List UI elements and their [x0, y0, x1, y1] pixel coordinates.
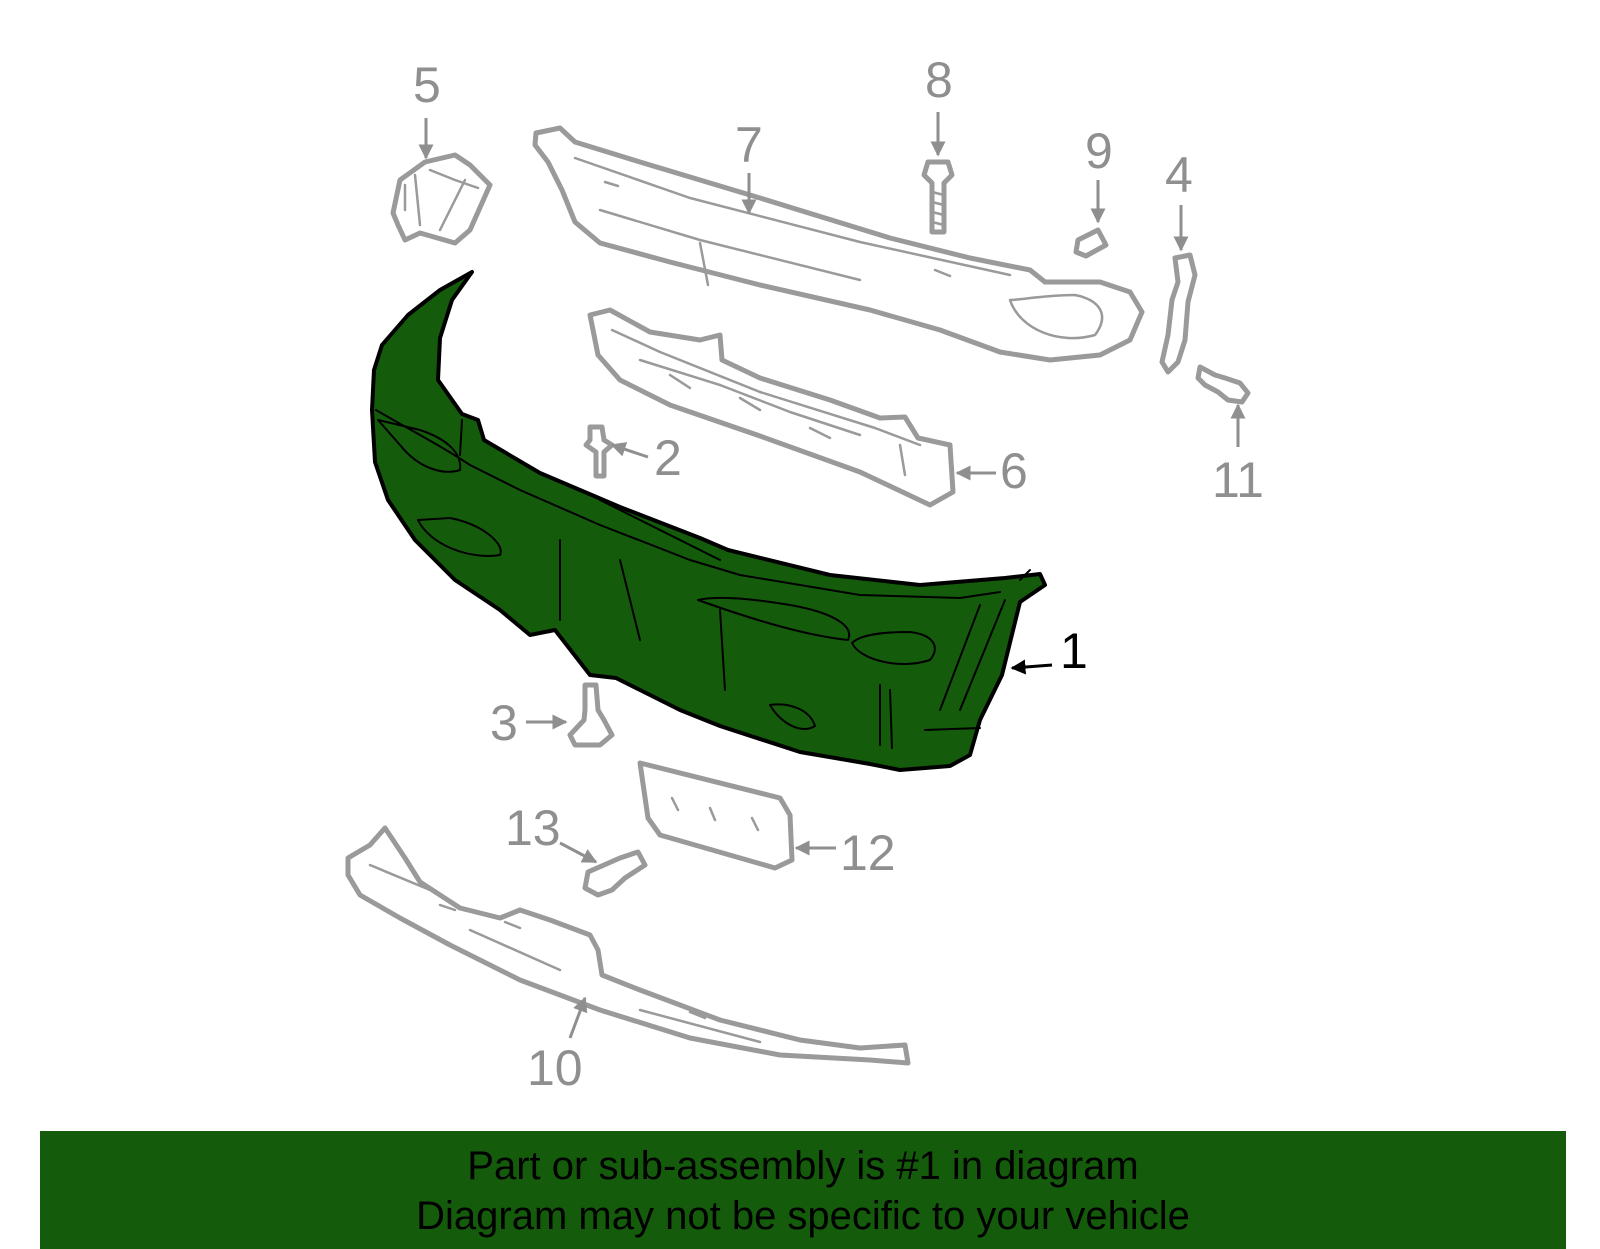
callout-4: 4 [1165, 147, 1193, 252]
callout-12: 12 [794, 825, 896, 881]
part-2-push-pin[interactable] [583, 424, 615, 479]
footer-line-2: Diagram may not be specific to your vehi… [416, 1194, 1190, 1238]
footer-banner: Part or sub-assembly is #1 in diagram Di… [40, 1131, 1566, 1249]
part-4-bracket[interactable] [1159, 252, 1198, 375]
callout-8: 8 [925, 52, 953, 157]
callout-leader-10 [568, 996, 588, 1039]
callout-11: 11 [1212, 403, 1264, 508]
callout-13: 13 [505, 800, 598, 864]
callout-10: 10 [527, 996, 588, 1096]
part-11-bolt[interactable] [1195, 364, 1251, 405]
callout-5: 5 [413, 57, 441, 160]
callout-label-6: 6 [1000, 443, 1028, 499]
callout-label-5: 5 [413, 57, 441, 113]
part-3-push-pin[interactable] [567, 682, 615, 748]
callout-2: 2 [610, 430, 682, 486]
callout-label-3: 3 [490, 695, 518, 751]
part-10-lower-deflector[interactable] [345, 825, 911, 1066]
callout-label-13: 13 [505, 800, 561, 856]
callout-leader-2 [610, 442, 649, 459]
footer-line-1: Part or sub-assembly is #1 in diagram [467, 1144, 1139, 1188]
callout-leader-13 [559, 841, 598, 864]
callout-7: 7 [735, 117, 763, 215]
callout-label-7: 7 [735, 117, 763, 173]
callout-label-10: 10 [527, 1040, 583, 1096]
part-9-clip[interactable] [1073, 227, 1109, 259]
part-7-upper-reinforcement[interactable] [532, 125, 1145, 363]
part-12-license-bracket[interactable] [637, 760, 795, 871]
callout-label-12: 12 [840, 825, 896, 881]
callout-6: 6 [955, 443, 1028, 499]
callout-label-11: 11 [1212, 452, 1264, 508]
part-1-bumper-cover[interactable] [370, 270, 1047, 772]
callout-9: 9 [1085, 123, 1113, 224]
callout-label-4: 4 [1165, 147, 1193, 203]
callout-label-8: 8 [925, 52, 953, 108]
callout-leader-1 [1010, 659, 1053, 675]
callout-3: 3 [490, 695, 568, 751]
part-6-energy-absorber[interactable] [587, 307, 956, 508]
part-5-bracket[interactable] [390, 152, 493, 246]
callout-label-9: 9 [1085, 123, 1113, 179]
callout-1: 1 [1010, 623, 1088, 679]
callout-label-2: 2 [654, 430, 682, 486]
part-8-bolt[interactable] [921, 159, 955, 235]
callout-label-1: 1 [1060, 623, 1088, 679]
part-13-bolt[interactable] [582, 849, 648, 898]
